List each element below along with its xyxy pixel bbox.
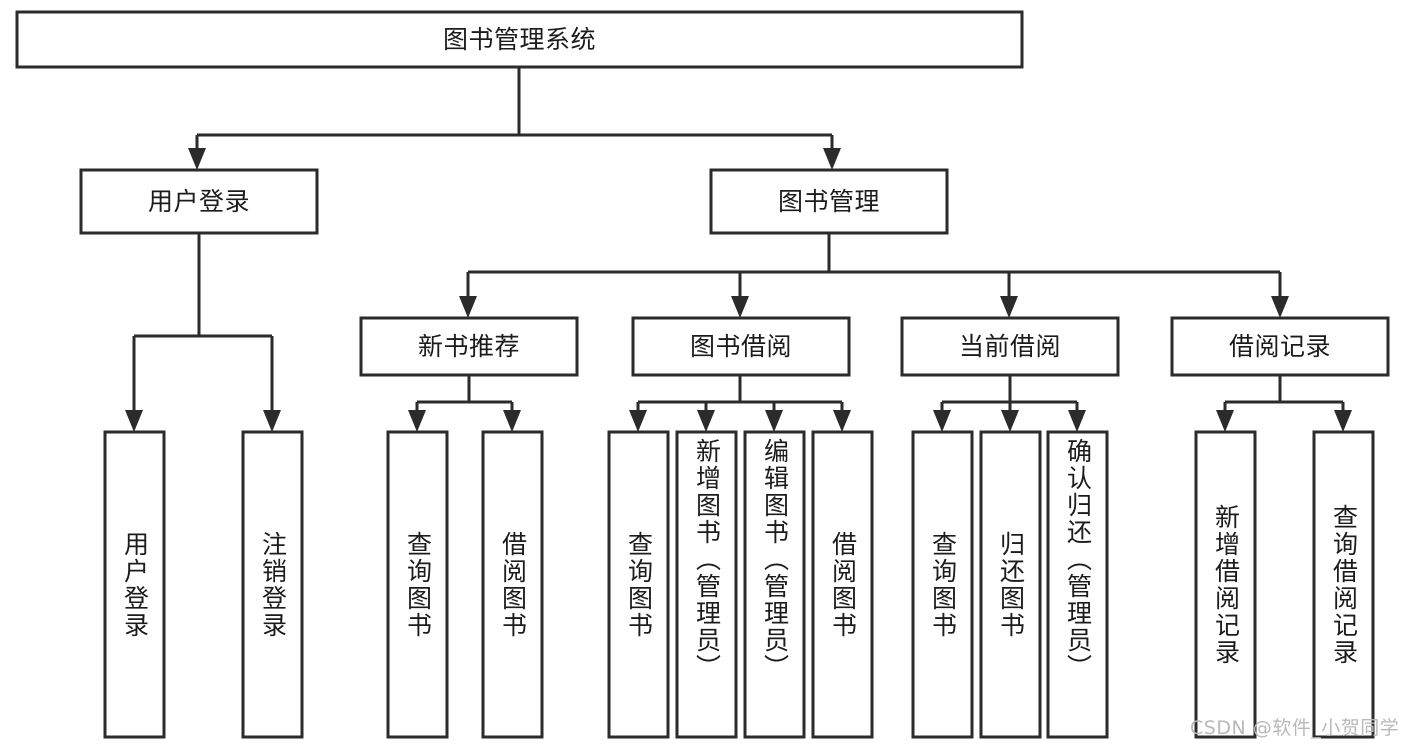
leaf-logout[interactable] xyxy=(241,430,304,739)
node-current-borrow[interactable] xyxy=(900,316,1120,377)
leaf-query-book-newbook[interactable] xyxy=(386,430,449,739)
leaf-user-login[interactable] xyxy=(103,430,166,739)
leaf-return-book[interactable] xyxy=(979,430,1042,739)
connector-bookborrow-to-leaves xyxy=(629,375,851,432)
node-book-borrow[interactable] xyxy=(631,316,851,377)
leaf-query-book-current[interactable] xyxy=(911,430,974,739)
leaf-edit-book-admin[interactable] xyxy=(743,430,806,739)
leaf-query-book-borrow[interactable] xyxy=(607,430,670,739)
node-new-book-recommend[interactable] xyxy=(359,316,579,377)
connector-bookmgmt-to-level3 xyxy=(459,233,1289,318)
csdn-watermark: CSDN @软件_小贺同学 xyxy=(1190,717,1400,739)
connector-userlogin-to-leaves xyxy=(125,233,281,432)
leaf-confirm-return-admin[interactable] xyxy=(1046,430,1109,739)
node-root-system[interactable] xyxy=(15,10,1024,69)
leaf-borrow-book-newbook[interactable] xyxy=(481,430,544,739)
leaf-borrow-book[interactable] xyxy=(811,430,874,739)
leaf-add-book-admin[interactable] xyxy=(675,430,738,739)
leaf-query-borrow-record[interactable] xyxy=(1312,430,1375,739)
connector-borrowrecord-to-leaves xyxy=(1216,375,1352,432)
node-borrow-record[interactable] xyxy=(1170,316,1390,377)
node-book-management[interactable] xyxy=(709,168,949,235)
connector-currentborrow-to-leaves xyxy=(933,375,1086,432)
node-user-login[interactable] xyxy=(79,168,319,235)
connector-newbook-to-leaves xyxy=(408,375,521,432)
connector-root-to-level2 xyxy=(188,67,841,170)
leaf-add-borrow-record[interactable] xyxy=(1194,430,1257,739)
